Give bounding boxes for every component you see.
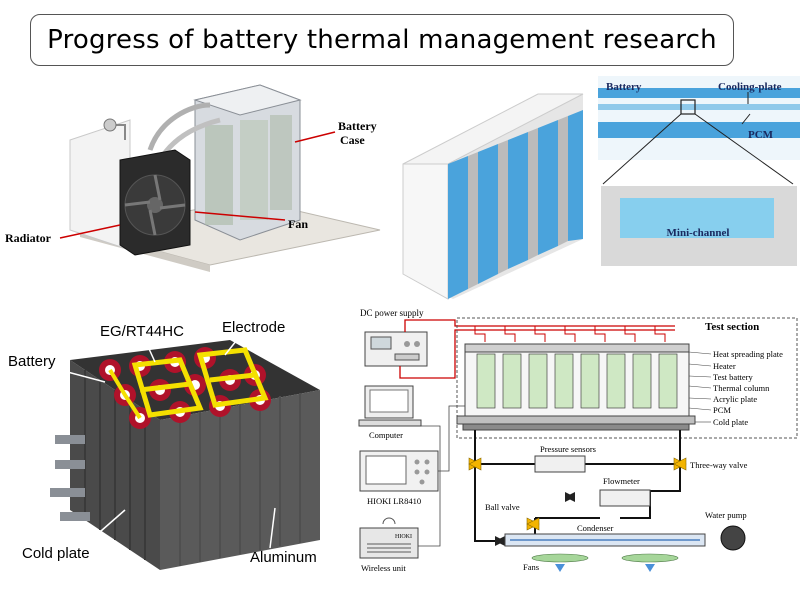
module-panel: EG/RT44HC Electrode Battery Cold plate A…: [8, 319, 320, 570]
hioki-small-label: HIOKI: [395, 534, 412, 540]
page-title: Progress of battery thermal management r…: [47, 25, 717, 55]
battery-layer-label: Battery: [606, 81, 642, 93]
electrode-label: Electrode: [222, 319, 285, 336]
fan-label: Fan: [288, 217, 308, 231]
three-way-valve-label: Three-way valve: [690, 460, 748, 470]
thermal-column-label: Thermal column: [713, 383, 770, 393]
pcm-label: PCM: [713, 405, 731, 415]
pressure-sensors-label: Pressure sensors: [540, 444, 596, 454]
radiator-label: Radiator: [5, 231, 52, 245]
test-panel: DC power supply Test section Heat spread…: [358, 308, 798, 573]
mini-channel-label: Mini-channel: [667, 227, 730, 239]
ball-valve-label: Ball valve: [485, 502, 520, 512]
heat-spreading-label: Heat spreading plate: [713, 349, 783, 359]
pcm-layer-label: PCM: [748, 129, 774, 141]
fans-label: Fans: [523, 562, 539, 572]
eg-label: EG/RT44HC: [100, 323, 184, 340]
water-pump-label: Water pump: [705, 510, 747, 520]
cold-plate-label: Cold plate: [22, 545, 90, 562]
dc-power-label: DC power supply: [360, 308, 424, 318]
battery-case-label: Battery: [338, 119, 377, 133]
test-section-label: Test section: [705, 321, 759, 333]
cooling-plate-label: Cooling-plate: [718, 81, 782, 93]
radiator-panel: Battery Case Radiator Fan: [5, 84, 381, 272]
acrylic-plate-label: Acrylic plate: [713, 394, 757, 404]
aluminum-label: Aluminum: [250, 549, 317, 566]
title-box: Progress of battery thermal management r…: [30, 14, 734, 66]
condenser-label: Condenser: [577, 523, 614, 533]
flowmeter-label: Flowmeter: [603, 476, 640, 486]
cold-plate-test-label: Cold plate: [713, 417, 748, 427]
computer-label: Computer: [369, 430, 403, 440]
hioki-label: HIOKI LR8410: [367, 496, 421, 506]
heater-label: Heater: [713, 361, 736, 371]
wireless-label: Wireless unit: [361, 563, 406, 573]
battery-case-label-2: Case: [340, 133, 365, 147]
battery-label: Battery: [8, 353, 56, 370]
test-battery-label: Test battery: [713, 372, 754, 382]
pcm-panel: Battery Cooling-plate PCM Mini-channel: [402, 76, 800, 300]
pcm-cell-stripes: [448, 110, 583, 299]
